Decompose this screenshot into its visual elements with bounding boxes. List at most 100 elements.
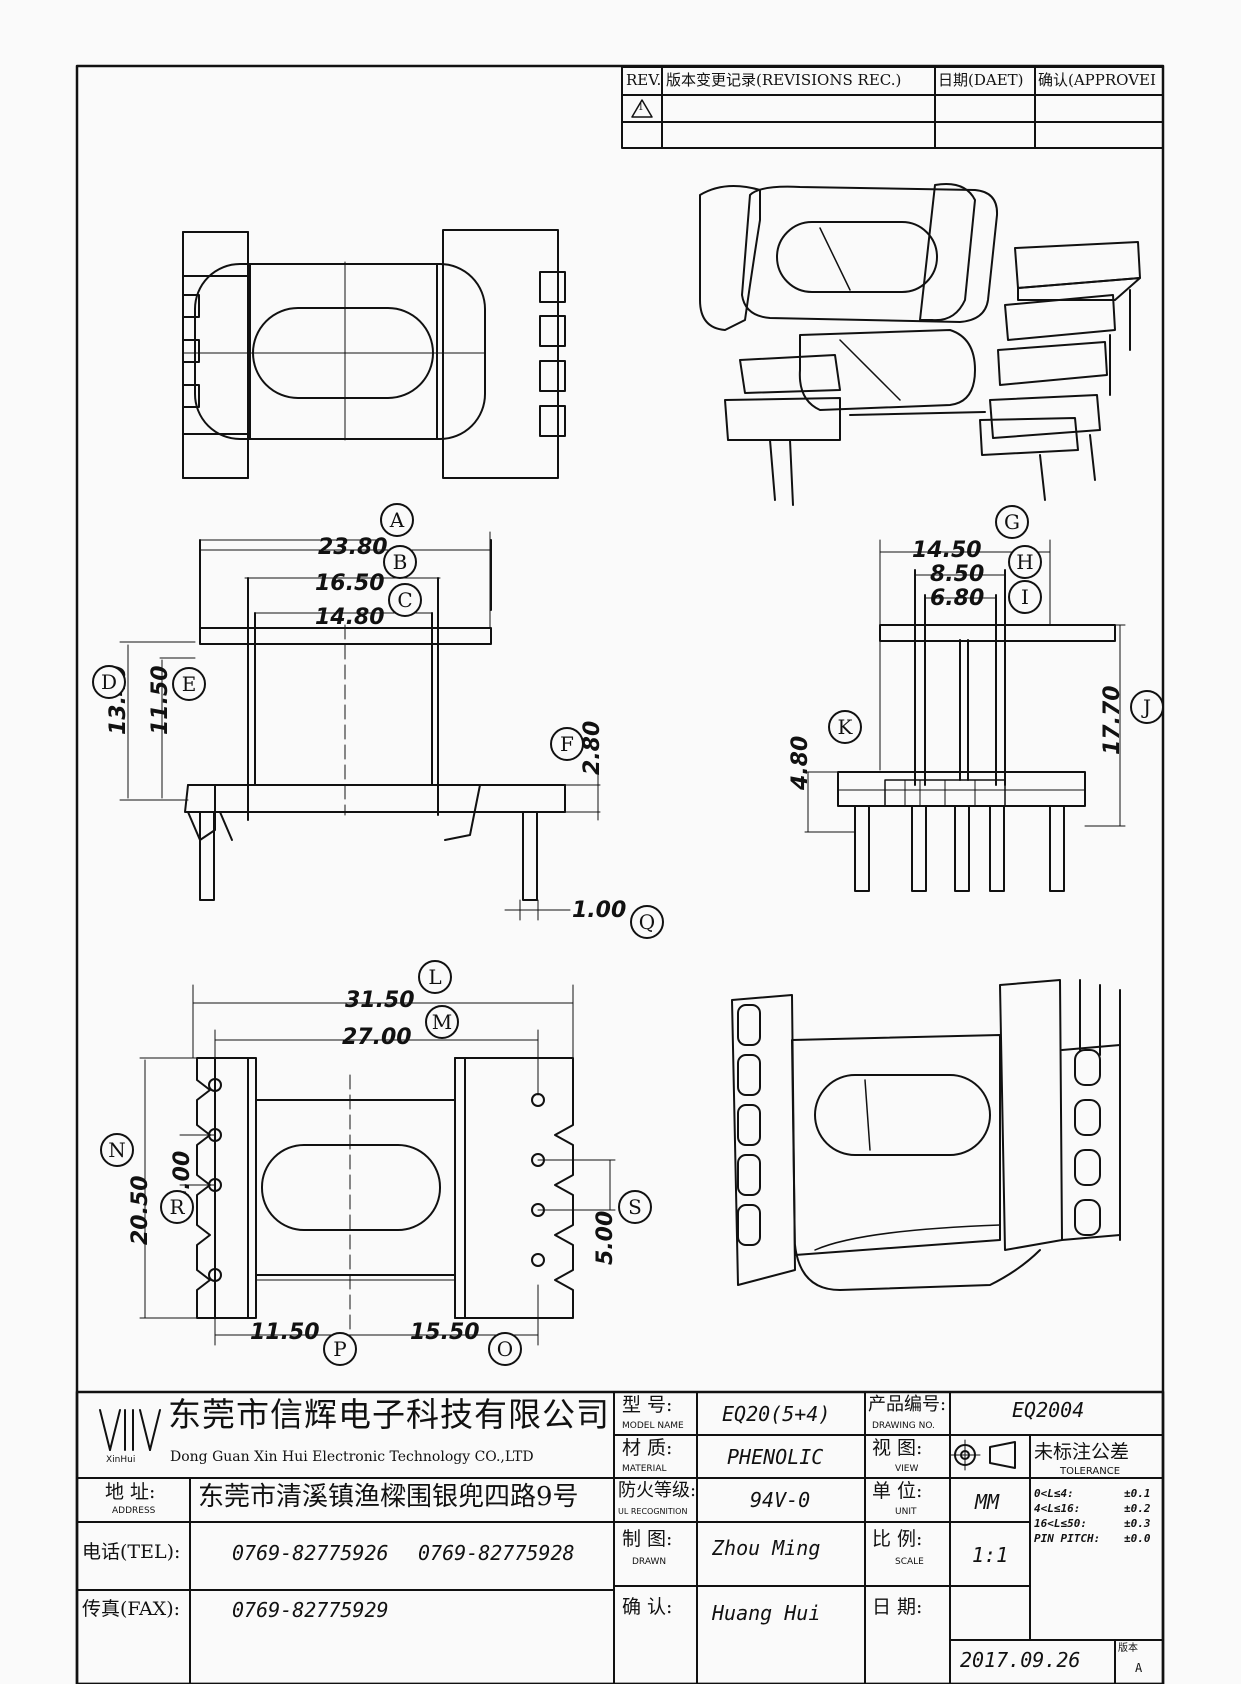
dim-i-value: 6.80 xyxy=(930,586,985,611)
confirm-value: Huang Hui xyxy=(712,1601,821,1625)
approve-header: 确认(APPROVEI xyxy=(1038,71,1156,89)
dim-s-value: 5.00 xyxy=(593,1210,618,1265)
balloon-s: S xyxy=(618,1190,652,1224)
balloon-h: H xyxy=(1008,545,1042,579)
version-label: 版本 xyxy=(1118,1643,1138,1654)
drawn-label: 制 图: xyxy=(622,1528,673,1550)
side-view xyxy=(804,539,1126,892)
company-name-en: Dong Guan Xin Hui Electronic Technology … xyxy=(170,1449,534,1465)
date-header: 日期(DAET) xyxy=(938,71,1024,89)
dim-l-value: 31.50 xyxy=(345,988,415,1013)
material-label: 材 质: xyxy=(622,1437,673,1459)
drawn-label-en: DRAWN xyxy=(632,1557,667,1567)
balloon-c: C xyxy=(388,583,422,617)
ul-label: 防火等级: xyxy=(618,1480,697,1501)
material-label-en: MATERIAL xyxy=(622,1464,667,1474)
dim-p-value: 11.50 xyxy=(250,1320,320,1345)
isometric-view-bottom xyxy=(731,979,1121,1291)
unit-value: MM xyxy=(975,1490,1000,1514)
balloon-m: M xyxy=(425,1005,459,1039)
view-label: 视 图: xyxy=(872,1437,923,1459)
dim-g-value: 14.50 xyxy=(912,538,982,563)
rev-header: REV. xyxy=(626,71,662,89)
ul-value: 94V-0 xyxy=(750,1488,811,1512)
tolerance-title-en: TOLERANCE xyxy=(1060,1466,1121,1477)
drawing-no-label-en: DRAWING NO. xyxy=(872,1421,935,1431)
dim-j-value: 17.70 xyxy=(1100,685,1125,755)
tel-2: 0769-82775928 xyxy=(418,1541,575,1565)
unit-label: 单 位: xyxy=(872,1480,923,1502)
drawing-no-value: EQ2004 xyxy=(1012,1398,1085,1422)
rev-symbol: 1 xyxy=(638,103,644,113)
dim-c-value: 14.80 xyxy=(315,605,385,630)
dim-k-value: 4.80 xyxy=(788,735,813,790)
version-value: A xyxy=(1135,1661,1143,1675)
tel-label: 电话(TEL): xyxy=(82,1541,181,1563)
sheet-border xyxy=(75,64,1165,1684)
balloon-r: R xyxy=(160,1190,194,1224)
date-label: 日 期: xyxy=(872,1596,923,1618)
model-label-en: MODEL NAME xyxy=(622,1421,684,1431)
bottom-view xyxy=(139,984,616,1346)
front-view xyxy=(119,531,601,921)
address-label: 地 址: xyxy=(105,1481,156,1503)
balloon-i: I xyxy=(1008,580,1042,614)
dim-q-value: 1.00 xyxy=(572,898,627,923)
tolerance-list: 0<L≤4: ±0.1 4<L≤16: ±0.2 16<L≤50: ±0.3 P… xyxy=(1034,1486,1159,1546)
material-value: PHENOLIC xyxy=(727,1445,824,1469)
revisions-header: 版本变更记录(REVISIONS REC.) xyxy=(666,71,902,89)
drawing-no-label: 产品编号: xyxy=(868,1394,947,1415)
tolerance-row: PIN PITCH: ±0.0 xyxy=(1034,1532,1151,1545)
dim-m-value: 27.00 xyxy=(342,1025,412,1050)
fax-label: 传真(FAX): xyxy=(82,1598,181,1620)
address-value: 东莞市清溪镇渔樑围银兜四路9号 xyxy=(198,1482,579,1512)
scale-label: 比 例: xyxy=(872,1528,923,1550)
isometric-view-top xyxy=(699,183,1141,506)
balloon-e: E xyxy=(172,667,206,701)
tolerance-row: 0<L≤4: ±0.1 xyxy=(1034,1487,1151,1500)
scale-label-en: SCALE xyxy=(895,1557,924,1567)
balloon-b: B xyxy=(383,545,417,579)
balloon-q: Q xyxy=(630,905,664,939)
balloon-d: D xyxy=(92,665,126,699)
tolerance-row: 16<L≤50: ±0.3 xyxy=(1034,1517,1151,1530)
dim-f-value: 2.80 xyxy=(580,720,605,775)
balloon-n: N xyxy=(100,1133,134,1167)
dim-a-value: 23.80 xyxy=(318,535,388,560)
fax-value: 0769-82775929 xyxy=(232,1598,389,1622)
unit-label-en: UNIT xyxy=(895,1507,917,1517)
scale-value: 1:1 xyxy=(972,1543,1009,1567)
tolerance-row: 4<L≤16: ±0.2 xyxy=(1034,1502,1151,1515)
view-label-en: VIEW xyxy=(895,1464,919,1474)
balloon-p: P xyxy=(323,1332,357,1366)
address-label-en: ADDRESS xyxy=(112,1506,156,1516)
drawn-value: Zhou Ming xyxy=(712,1536,821,1560)
balloon-f: F xyxy=(550,727,584,761)
balloon-g: G xyxy=(995,505,1029,539)
dim-b-value: 16.50 xyxy=(315,571,385,596)
company-name-cn: 东莞市信辉电子科技有限公司 xyxy=(168,1395,610,1434)
balloon-j: J xyxy=(1130,690,1164,724)
xinhui-logo-mark xyxy=(99,1409,161,1451)
tel-1: 0769-82775926 xyxy=(232,1541,389,1565)
confirm-label: 确 认: xyxy=(622,1596,673,1618)
title-block-grid xyxy=(75,1390,1165,1684)
dim-h-value: 8.50 xyxy=(930,562,985,587)
model-value: EQ20(5+4) xyxy=(722,1402,831,1426)
balloon-k: K xyxy=(828,710,862,744)
date-value: 2017.09.26 xyxy=(960,1648,1081,1672)
top-view xyxy=(182,229,566,479)
balloon-o: O xyxy=(488,1332,522,1366)
revisions-table-grid xyxy=(621,66,1164,149)
balloon-l: L xyxy=(418,960,452,994)
tolerance-title: 未标注公差 xyxy=(1034,1441,1130,1463)
ul-label-en: UL RECOGNITION xyxy=(618,1507,688,1516)
balloon-a: A xyxy=(380,503,414,537)
dim-n-value: 20.50 xyxy=(128,1175,153,1245)
dim-e-value: 11.50 xyxy=(148,665,173,735)
logo-text: XinHui xyxy=(106,1455,136,1465)
dim-o-value: 15.50 xyxy=(410,1320,480,1345)
model-label: 型 号: xyxy=(622,1394,673,1416)
